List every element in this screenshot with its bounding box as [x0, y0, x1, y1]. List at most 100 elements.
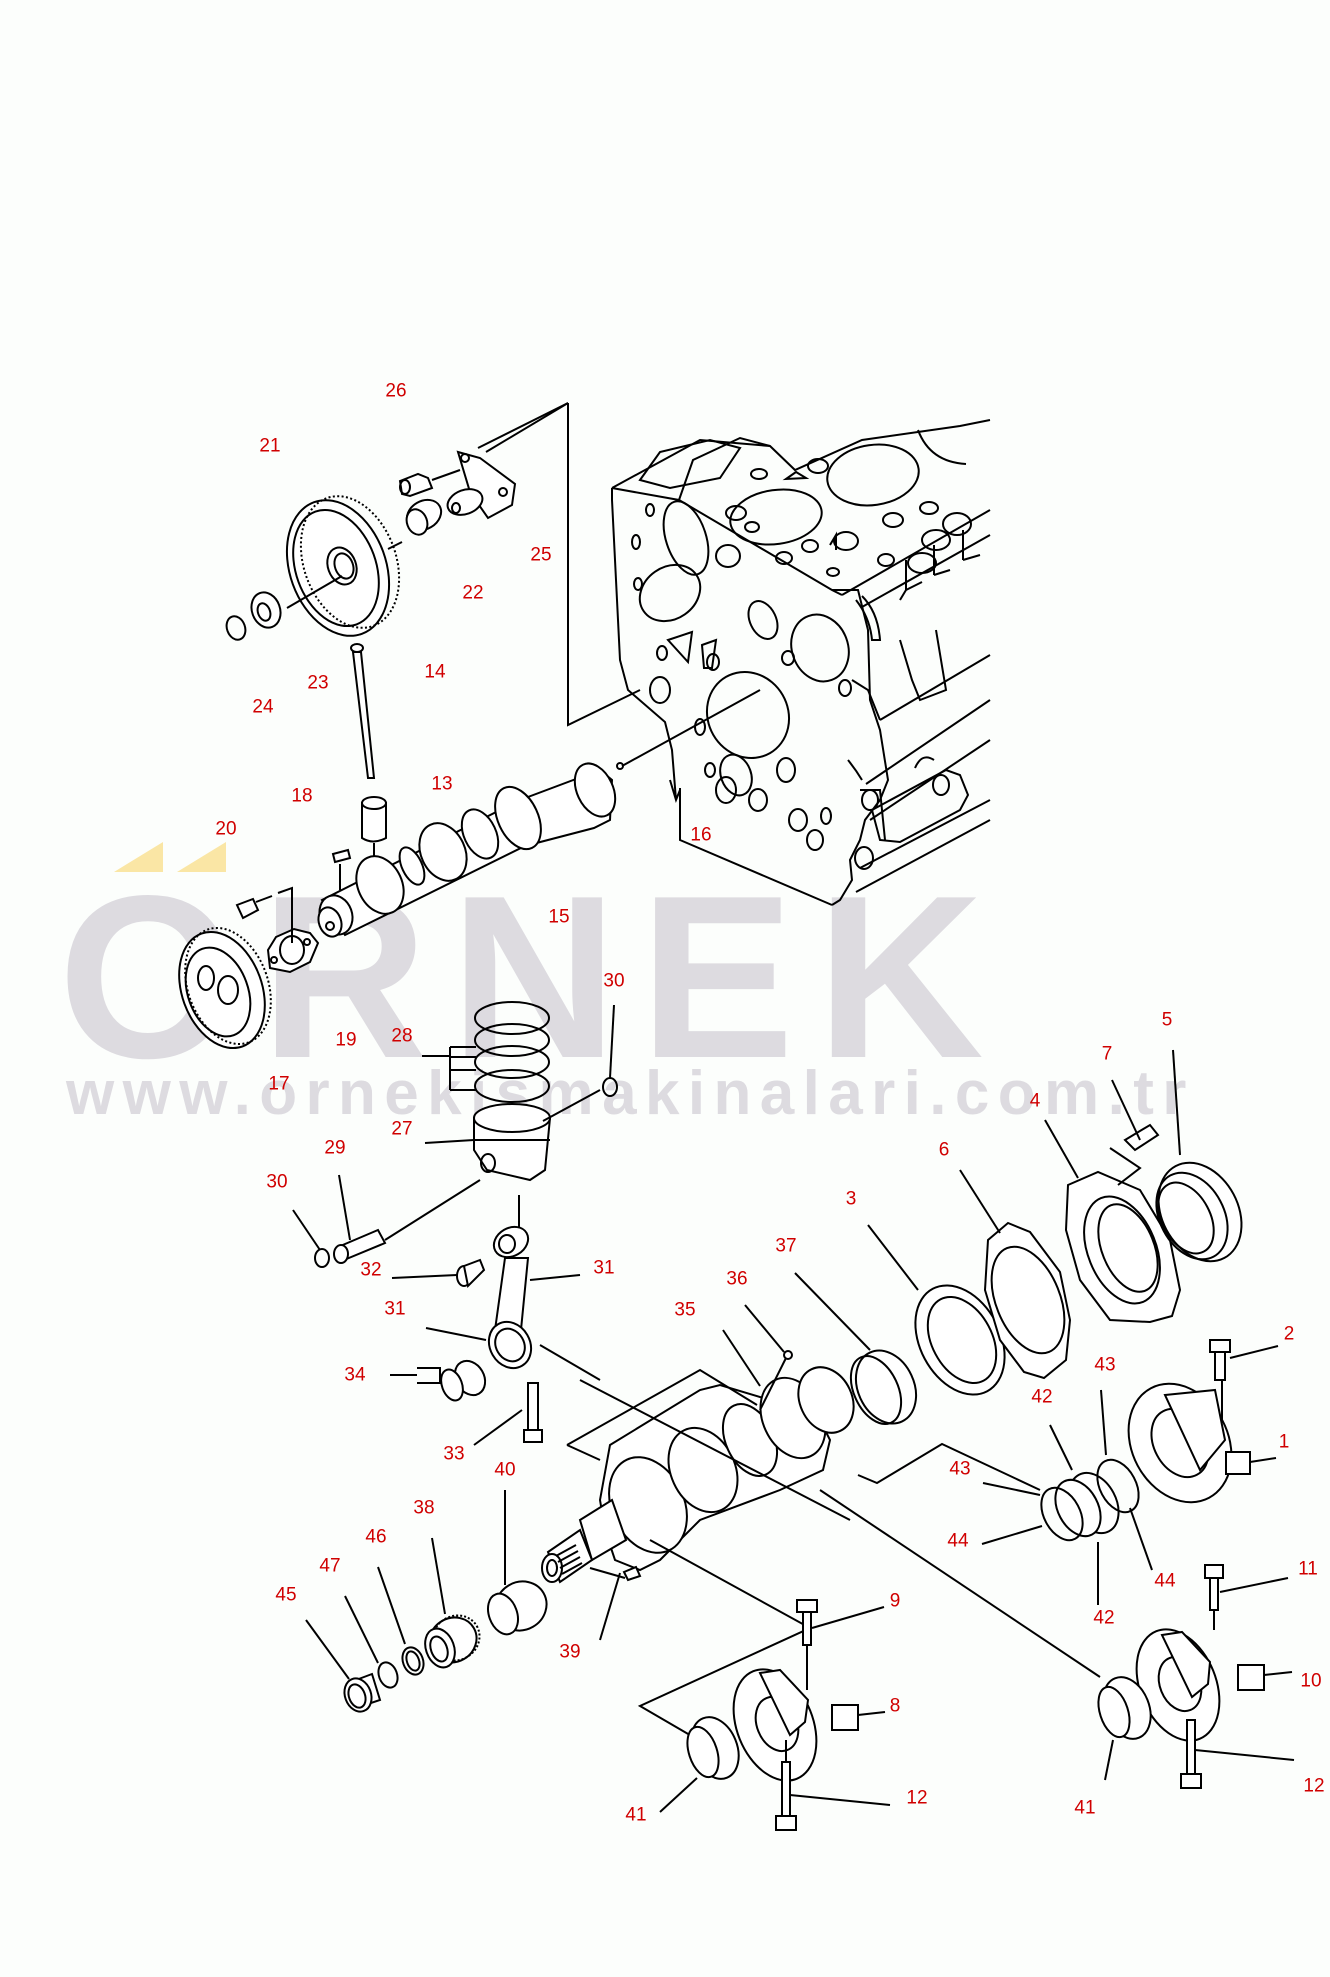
- idle-gear-drawing: [285, 495, 403, 637]
- snap-ring-30-drawing: [292, 1004, 618, 1268]
- crank-bearing-42-drawing: [1049, 1424, 1120, 1605]
- callout-label-19[interactable]: 19: [335, 1029, 357, 1051]
- plug-36-drawing: [744, 1304, 793, 1411]
- callout-label-46[interactable]: 46: [365, 1526, 387, 1548]
- main-bearing-holder-1-drawing: [1127, 1382, 1277, 1504]
- callout-label-24[interactable]: 24: [252, 696, 274, 718]
- bolt-20-drawing: [235, 886, 293, 943]
- callout-label-7[interactable]: 7: [1101, 1043, 1113, 1065]
- main-bearing-holder-8-drawing: [732, 1668, 886, 1782]
- bolt-12b-drawing: [1180, 1719, 1295, 1789]
- callout-label-16[interactable]: 16: [690, 824, 712, 846]
- callout-label-30[interactable]: 30: [266, 1171, 288, 1193]
- callout-label-12[interactable]: 12: [906, 1787, 928, 1809]
- callout-label-38[interactable]: 38: [413, 1497, 435, 1519]
- bolt-7-drawing: [1109, 1079, 1160, 1186]
- oil-seal-drawing: [1155, 1049, 1243, 1263]
- bolt-11-drawing: [1204, 1564, 1289, 1630]
- callout-label-17[interactable]: 17: [268, 1073, 290, 1095]
- callout-label-30[interactable]: 30: [603, 970, 625, 992]
- bolt-2-drawing: [1209, 1339, 1279, 1420]
- callout-label-40[interactable]: 40: [494, 1459, 516, 1481]
- callout-label-29[interactable]: 29: [324, 1137, 346, 1159]
- callout-label-43[interactable]: 43: [949, 1458, 971, 1480]
- bushing-32-drawing: [391, 1258, 486, 1289]
- crank-pin-bearing-drawing: [390, 1359, 487, 1402]
- callout-label-47[interactable]: 47: [319, 1555, 341, 1577]
- o-ring-47-drawing: [344, 1595, 399, 1689]
- callout-label-35[interactable]: 35: [674, 1299, 696, 1321]
- crank-gear-drawing: [424, 1537, 481, 1669]
- leader-35: [722, 1329, 761, 1387]
- callout-label-37[interactable]: 37: [775, 1235, 797, 1257]
- key-18-drawing: [331, 848, 352, 890]
- gasket-6-drawing: [959, 1169, 1072, 1380]
- callout-label-44[interactable]: 44: [1154, 1570, 1176, 1592]
- piston-rings-drawing: [422, 1001, 550, 1103]
- callout-label-41[interactable]: 41: [1074, 1797, 1096, 1819]
- bolt-9-drawing: [796, 1599, 885, 1690]
- callout-label-15[interactable]: 15: [548, 906, 570, 928]
- piston-drawing: [424, 1089, 601, 1182]
- callout-label-31[interactable]: 31: [593, 1257, 615, 1279]
- bolt-12a-drawing: [775, 1740, 891, 1831]
- callout-label-31[interactable]: 31: [384, 1298, 406, 1320]
- callout-label-4[interactable]: 4: [1029, 1090, 1041, 1112]
- callout-label-18[interactable]: 18: [291, 785, 313, 807]
- cylinder-block-drawing: [611, 419, 991, 906]
- idle-gear-shaft-drawing: [446, 402, 569, 520]
- callout-label-44[interactable]: 44: [947, 1530, 969, 1552]
- callout-label-3[interactable]: 3: [845, 1188, 857, 1210]
- callout-label-23[interactable]: 23: [307, 672, 329, 694]
- callout-label-11[interactable]: 11: [1298, 1558, 1318, 1580]
- crank-bearing-37-drawing: [794, 1272, 918, 1425]
- callout-label-45[interactable]: 45: [275, 1584, 297, 1606]
- idle-gear-bushing-drawing: [405, 498, 443, 536]
- bolt-33-drawing: [473, 1382, 543, 1446]
- crank-bearing-41b-drawing: [1097, 1676, 1152, 1781]
- callout-label-2[interactable]: 2: [1283, 1323, 1295, 1345]
- callout-label-25[interactable]: 25: [530, 544, 552, 566]
- callout-label-1[interactable]: 1: [1278, 1431, 1290, 1453]
- callout-label-9[interactable]: 9: [889, 1590, 901, 1612]
- callout-label-43[interactable]: 43: [1094, 1354, 1116, 1376]
- callout-label-36[interactable]: 36: [726, 1268, 748, 1290]
- collar-45-drawing: [305, 1619, 382, 1713]
- callout-label-28[interactable]: 28: [391, 1025, 413, 1047]
- callout-label-21[interactable]: 21: [259, 435, 281, 457]
- crankshaft-drawing: [541, 1366, 855, 1641]
- callout-label-14[interactable]: 14: [424, 661, 446, 683]
- callout-label-6[interactable]: 6: [938, 1139, 950, 1161]
- crank-bearing-41a-drawing: [659, 1716, 740, 1813]
- callout-label-12[interactable]: 12: [1303, 1775, 1325, 1797]
- callout-label-20[interactable]: 20: [215, 818, 237, 840]
- callout-label-27[interactable]: 27: [391, 1118, 413, 1140]
- camshaft-drawing: [317, 689, 761, 938]
- main-bearing-holder-10-drawing: [1135, 1628, 1293, 1742]
- callout-label-41[interactable]: 41: [625, 1804, 647, 1826]
- callout-label-34[interactable]: 34: [344, 1364, 366, 1386]
- callout-label-39[interactable]: 39: [559, 1641, 581, 1663]
- thrust-washer-43-44-drawing: [981, 1389, 1153, 1571]
- collar-23-drawing: [250, 591, 282, 629]
- callout-label-22[interactable]: 22: [462, 582, 484, 604]
- crank-bearing-40-drawing: [487, 1490, 548, 1636]
- callout-label-42[interactable]: 42: [1031, 1386, 1053, 1408]
- piston-pin-drawing: [333, 1174, 481, 1264]
- callout-label-42[interactable]: 42: [1093, 1607, 1115, 1629]
- callout-label-13[interactable]: 13: [431, 773, 453, 795]
- crank-frame-upper: [566, 1368, 758, 1446]
- o-ring-46-drawing: [377, 1566, 425, 1676]
- callout-label-33[interactable]: 33: [443, 1443, 465, 1465]
- callout-label-32[interactable]: 32: [360, 1259, 382, 1281]
- cam-gear-drawing: [178, 926, 272, 1050]
- oil-seal-case-drawing: [1044, 1119, 1182, 1324]
- bolt-26-drawing: [398, 469, 461, 498]
- callout-label-5[interactable]: 5: [1161, 1009, 1173, 1031]
- push-rod-drawing: [350, 643, 376, 779]
- callout-label-26[interactable]: 26: [385, 380, 407, 402]
- callout-label-10[interactable]: 10: [1300, 1670, 1322, 1692]
- callout-label-8[interactable]: 8: [889, 1695, 901, 1717]
- snap-ring-24-drawing: [225, 615, 247, 641]
